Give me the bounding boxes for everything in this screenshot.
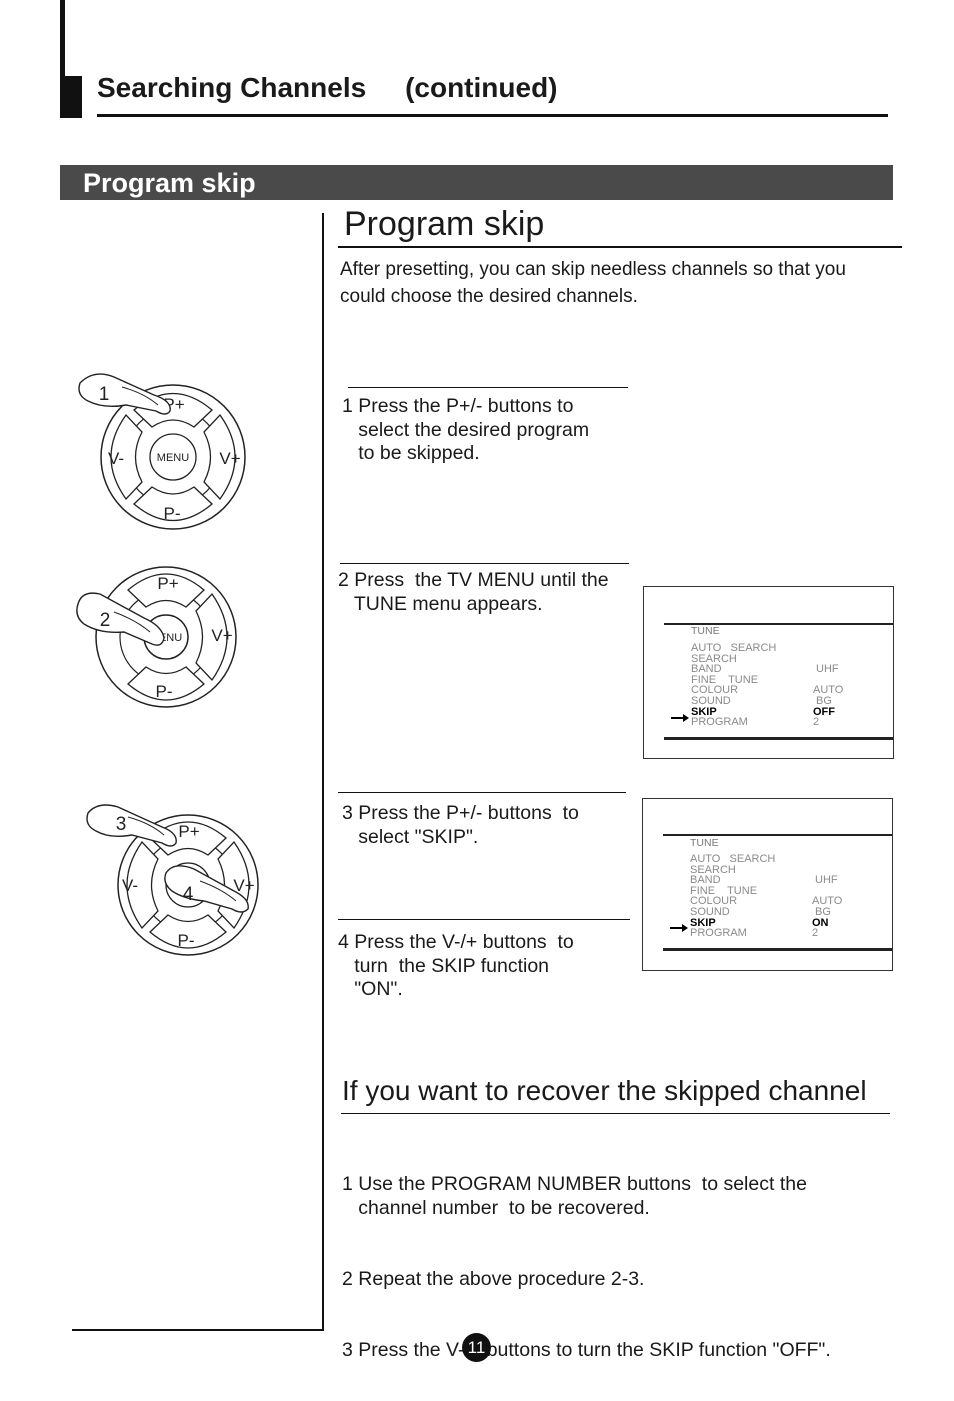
p-plus-label: P+ xyxy=(178,822,199,841)
v-plus-label: V+ xyxy=(233,876,254,895)
menu-title: TUNE xyxy=(690,837,719,849)
main-title: Program skip xyxy=(344,205,545,243)
recover-item-3: 3 Press the V-/+ buttons to turn the SKI… xyxy=(342,1339,831,1362)
section-label: Program skip xyxy=(83,168,256,198)
screen-bottom-rule xyxy=(663,948,892,951)
menu-row-sound: SOUND BG xyxy=(690,905,831,918)
menu-row-sound: SOUND BG xyxy=(691,694,832,707)
pointing-hand-icon xyxy=(86,804,177,847)
callout-number: 2 xyxy=(100,610,111,631)
menu-row-auto-search: AUTO SEARCH xyxy=(690,853,776,865)
main-title-rule xyxy=(338,246,902,248)
recover-item-2: 2 Repeat the above procedure 2-3. xyxy=(342,1268,645,1291)
step-1: 1 Press the P+/- buttons to select the d… xyxy=(342,395,590,464)
step-3-rule xyxy=(338,792,626,794)
page-title: Searching Channels (continued) xyxy=(97,72,558,103)
menu-title: TUNE xyxy=(691,625,720,637)
header-bar xyxy=(60,0,65,118)
v-plus-label: V+ xyxy=(219,449,240,468)
screen-bottom-rule xyxy=(664,737,893,740)
header-rule xyxy=(97,114,888,117)
remote-pad-1: MENU P+ P- V- V+ 1 xyxy=(78,373,246,530)
v-minus-label: V- xyxy=(122,876,138,895)
pointing-hand-icon xyxy=(78,373,171,415)
recover-item-1: 1 Use the PROGRAM NUMBER buttons to sele… xyxy=(342,1173,807,1220)
step-4: 4 Press the V-/+ buttons to turn the SKI… xyxy=(338,931,574,1000)
pointing-hand-icon xyxy=(164,865,249,913)
pointing-hand-icon xyxy=(76,592,165,646)
menu-row-search: SEARCH xyxy=(691,652,737,665)
v-plus-label: V+ xyxy=(211,626,232,645)
selection-arrow-icon xyxy=(670,919,688,937)
menu-row-auto-search: AUTO SEARCH xyxy=(691,642,777,654)
remote-pad-2: MENU P+ P- V+ 2 xyxy=(76,566,237,708)
column-divider xyxy=(322,213,324,1331)
selection-arrow-icon xyxy=(671,709,689,727)
step-4-rule xyxy=(338,919,630,921)
remote-pad-3: P+ P- V- V+ 3 4 xyxy=(86,804,259,956)
v-minus-label: V- xyxy=(108,449,124,468)
p-plus-label: P+ xyxy=(157,574,178,593)
step-3: 3 Press the P+/- buttons to select "SKIP… xyxy=(342,802,579,848)
step-1-rule xyxy=(348,387,628,389)
menu-row-fine-tune: FINE TUNE xyxy=(690,884,758,897)
menu-row-fine-tune: FINE TUNE xyxy=(691,673,759,686)
recover-title-rule xyxy=(341,1113,890,1115)
page-number: 11 xyxy=(462,1333,491,1362)
header-block xyxy=(60,76,82,118)
screen-top-rule xyxy=(664,623,893,625)
p-minus-label: P- xyxy=(178,931,195,950)
section-bar xyxy=(60,165,893,200)
screen-top-rule xyxy=(663,834,892,836)
recover-title: If you want to recover the skipped chann… xyxy=(342,1075,867,1106)
p-minus-label: P- xyxy=(156,682,173,701)
menu-row-search: SEARCH xyxy=(690,863,736,876)
callout-number: 1 xyxy=(99,384,110,405)
recover-list: 1 Use the PROGRAM NUMBER buttons to sele… xyxy=(342,1126,831,1387)
callout-number: 4 xyxy=(183,884,194,905)
step-2: 2 Press the TV MENU until the TUNE menu … xyxy=(338,569,609,615)
step-2-rule xyxy=(340,563,629,565)
callout-number: 3 xyxy=(116,814,127,835)
menu-button-label: MENU xyxy=(157,452,189,464)
bottom-rule xyxy=(72,1329,323,1331)
intro-text: After presetting, you can skip needless … xyxy=(340,259,846,307)
p-minus-label: P- xyxy=(164,504,181,523)
